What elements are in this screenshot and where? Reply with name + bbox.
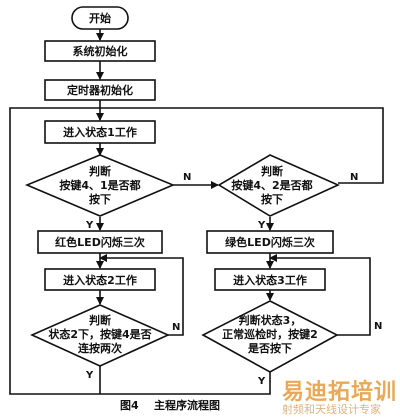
label-y-decide2: Y (257, 220, 266, 231)
label-y-decide1: Y (85, 220, 94, 231)
connectors (9, 29, 384, 395)
node-sys-init: 系统初始化 (44, 40, 156, 62)
label-y-decide4: Y (257, 376, 266, 387)
node-state3: 进入状态3工作 (214, 268, 326, 291)
decision-state3-line3: 是否按下 (247, 341, 292, 355)
decision-keys-4-2-line2: 按键4、2是否都 (231, 178, 312, 192)
loop-right-return (100, 107, 384, 184)
figure-caption: 图4 主程序流程图 (120, 398, 220, 412)
decision-keys-4-2: 判断 按键4、2是否都 按下 (217, 154, 340, 217)
node-state2: 进入状态2工作 (44, 268, 156, 291)
watermark-slogan: 射频和天线设计专家 (282, 402, 381, 416)
loop-left-return (9, 107, 100, 395)
connector-decide3-loop (99, 254, 184, 336)
decision-state2-double-press: 判断 状态2下，按键4是否 连按两次 (30, 304, 170, 367)
decision-keys-4-1: 判断 按键4、1是否都 按下 (24, 154, 176, 217)
node-start-label: 开始 (89, 11, 111, 25)
label-n-decide1: N (183, 172, 191, 183)
node-red-led: 红色LED闪烁三次 (37, 230, 163, 254)
node-state1: 进入状态1工作 (44, 120, 156, 144)
connector-decide4-loop (269, 254, 371, 336)
node-state2-label: 进入状态2工作 (63, 273, 137, 287)
decision-keys-4-1-line2: 按键4、1是否都 (59, 178, 140, 192)
decision-state3-key2: 判断状态3， 正常巡检时，按键2 是否按下 (201, 300, 339, 373)
label-n-decide4: N (374, 321, 382, 332)
node-timer-init-label: 定时器初始化 (67, 83, 133, 97)
node-timer-init: 定时器初始化 (44, 79, 156, 101)
decision-keys-4-1-line3: 按下 (89, 192, 111, 206)
node-sys-init-label: 系统初始化 (73, 44, 128, 58)
node-state3-label: 进入状态3工作 (233, 273, 307, 287)
label-n-decide3: N (172, 322, 180, 333)
watermark-brand: 易迪拓培训 (282, 379, 397, 405)
node-green-led: 绿色LED闪烁三次 (206, 230, 334, 254)
decision-state3-line2: 正常巡检时，按键2 (222, 327, 318, 341)
node-green-led-label: 绿色LED闪烁三次 (225, 235, 315, 249)
label-y-decide3: Y (85, 370, 94, 381)
node-start: 开始 (71, 6, 129, 30)
decision-state2-line3: 连按两次 (78, 341, 122, 355)
decision-keys-4-2-line1: 判断 (261, 164, 283, 178)
connector-decide4-exit (100, 372, 271, 395)
decision-keys-4-1-line1: 判断 (89, 164, 111, 178)
node-state1-label: 进入状态1工作 (63, 125, 137, 139)
decision-state2-line2: 状态2下，按键4是否 (48, 327, 151, 341)
decision-state2-line1: 判断 (89, 313, 111, 327)
node-red-led-label: 红色LED闪烁三次 (55, 235, 145, 249)
decision-keys-4-2-line3: 按下 (261, 192, 283, 206)
decision-state3-line1: 判断状态3， (239, 313, 302, 327)
label-n-decide2: N (350, 172, 358, 183)
